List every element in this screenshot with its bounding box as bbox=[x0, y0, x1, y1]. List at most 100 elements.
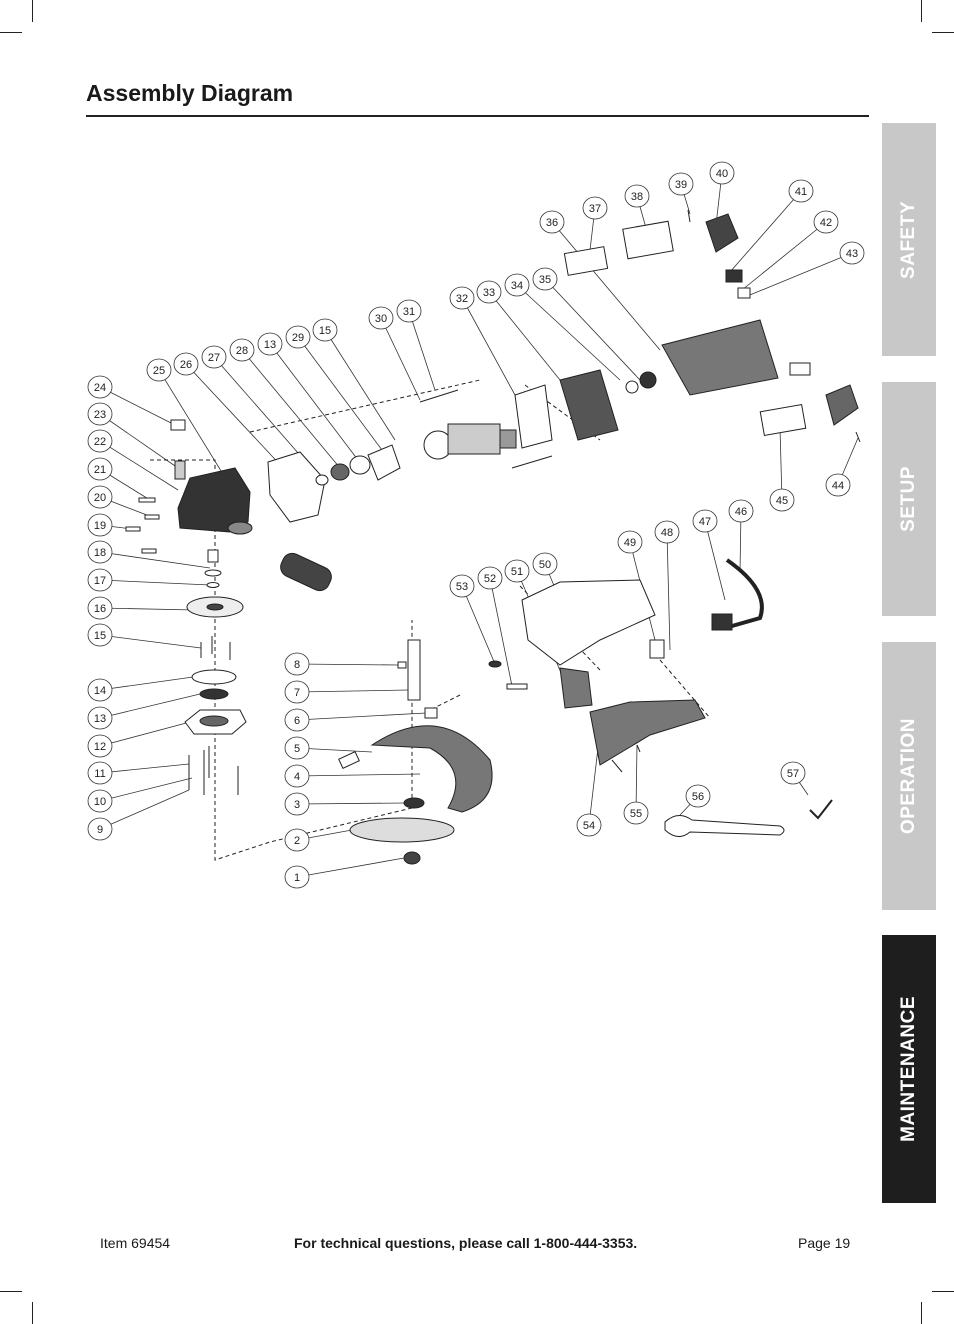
screw-part bbox=[855, 431, 861, 443]
callout-bubble bbox=[617, 530, 643, 554]
part-callout: 42 bbox=[813, 210, 839, 234]
callout-bubble bbox=[87, 568, 113, 592]
callout-number: 2 bbox=[294, 835, 300, 847]
tab-safety[interactable]: SAFETY bbox=[882, 123, 936, 356]
callout-number: 10 bbox=[94, 796, 106, 808]
support-phone-line: For technical questions, please call 1-8… bbox=[294, 1235, 638, 1251]
wheel-guard-part bbox=[370, 725, 493, 813]
brush-cover-part bbox=[759, 403, 807, 437]
leader-line bbox=[296, 802, 405, 805]
callout-number: 25 bbox=[153, 365, 165, 377]
callout-bubble bbox=[87, 375, 113, 399]
leader-line bbox=[666, 531, 671, 651]
leader-line bbox=[779, 427, 783, 501]
part-callout: 51 bbox=[504, 559, 530, 583]
leader-line bbox=[99, 721, 191, 747]
callout-number: 22 bbox=[94, 436, 106, 448]
callout-number: 14 bbox=[94, 685, 106, 697]
callout-number: 30 bbox=[375, 313, 387, 325]
wrench-part bbox=[664, 815, 785, 837]
cord-plug-part bbox=[711, 613, 733, 631]
handle-half-part bbox=[589, 699, 706, 766]
pin-part bbox=[506, 683, 528, 690]
tab-setup[interactable]: SETUP bbox=[882, 382, 936, 616]
leader-line bbox=[99, 440, 179, 491]
callout-bubble bbox=[504, 273, 530, 297]
part-callout: 29 bbox=[285, 325, 311, 349]
callout-number: 3 bbox=[294, 799, 300, 811]
tab-maintenance[interactable]: MAINTENANCE bbox=[882, 935, 936, 1203]
callout-number: 34 bbox=[511, 280, 523, 292]
leader-line bbox=[99, 579, 211, 586]
leader-line bbox=[741, 221, 827, 291]
screw-part bbox=[636, 744, 641, 753]
pin-part bbox=[141, 548, 157, 554]
part-callout: 25 bbox=[146, 358, 172, 382]
part-callout: 44 bbox=[825, 473, 851, 497]
callout-number: 31 bbox=[403, 306, 415, 318]
part-callout: 22 bbox=[87, 429, 113, 453]
part-callout: 19 bbox=[87, 513, 113, 537]
callout-number: 48 bbox=[661, 527, 673, 539]
callout-number: 8 bbox=[294, 659, 300, 671]
crop-mark bbox=[32, 1302, 33, 1324]
leader-line bbox=[99, 386, 176, 426]
leader-line bbox=[489, 577, 513, 687]
pin-part bbox=[125, 526, 141, 532]
callout-number: 13 bbox=[94, 713, 106, 725]
gear-cover-part bbox=[267, 451, 326, 523]
callout-bubble bbox=[788, 179, 814, 203]
callout-number: 46 bbox=[735, 506, 747, 518]
page-number: Page 19 bbox=[798, 1235, 851, 1251]
flange-part bbox=[367, 444, 401, 481]
callout-bubble bbox=[87, 678, 113, 702]
callout-bubble bbox=[582, 196, 608, 220]
part-callout: 26 bbox=[173, 352, 199, 376]
washer-part bbox=[488, 660, 502, 668]
callout-number: 39 bbox=[675, 179, 687, 191]
callout-bubble bbox=[576, 813, 602, 837]
leader-line bbox=[461, 585, 496, 665]
armature-part bbox=[447, 423, 501, 455]
leader-line bbox=[324, 329, 396, 441]
leader-line bbox=[488, 291, 561, 381]
pin-part bbox=[144, 514, 160, 520]
bushing-part bbox=[207, 549, 219, 563]
callout-bubble bbox=[87, 596, 113, 620]
callout-bubble bbox=[284, 764, 310, 788]
callout-number: 18 bbox=[94, 547, 106, 559]
leader-line bbox=[380, 317, 421, 401]
callout-number: 51 bbox=[511, 566, 523, 578]
leader-line bbox=[461, 297, 516, 396]
label-plate-part bbox=[563, 246, 609, 276]
leader-line bbox=[241, 349, 341, 469]
callout-number: 57 bbox=[787, 768, 799, 780]
crop-mark bbox=[32, 0, 33, 22]
part-callout: 33 bbox=[476, 280, 502, 304]
crop-mark bbox=[0, 1291, 22, 1292]
part-callout: 35 bbox=[532, 267, 558, 291]
leader-line bbox=[296, 747, 373, 753]
callout-number: 13 bbox=[264, 339, 276, 351]
part-callout: 24 bbox=[87, 375, 113, 399]
callout-number: 37 bbox=[589, 203, 601, 215]
part-callout: 21 bbox=[87, 457, 113, 481]
leader-line bbox=[296, 773, 421, 777]
side-handle-part bbox=[280, 552, 332, 592]
callout-number: 55 bbox=[630, 808, 642, 820]
callout-number: 56 bbox=[692, 791, 704, 803]
callout-number: 42 bbox=[820, 217, 832, 229]
button-part bbox=[170, 419, 186, 431]
leader-line bbox=[99, 777, 193, 802]
motor-housing-part bbox=[661, 319, 779, 396]
leader-line bbox=[588, 747, 599, 826]
callout-bubble bbox=[839, 241, 865, 265]
part-callout: 54 bbox=[576, 813, 602, 837]
crop-mark bbox=[932, 32, 954, 33]
callout-number: 16 bbox=[94, 603, 106, 615]
commutator-part bbox=[499, 429, 517, 449]
guard-screw-part bbox=[338, 751, 360, 769]
callout-number: 44 bbox=[832, 480, 844, 492]
tab-operation[interactable]: OPERATION bbox=[882, 642, 936, 910]
gear-head-part bbox=[177, 467, 251, 533]
